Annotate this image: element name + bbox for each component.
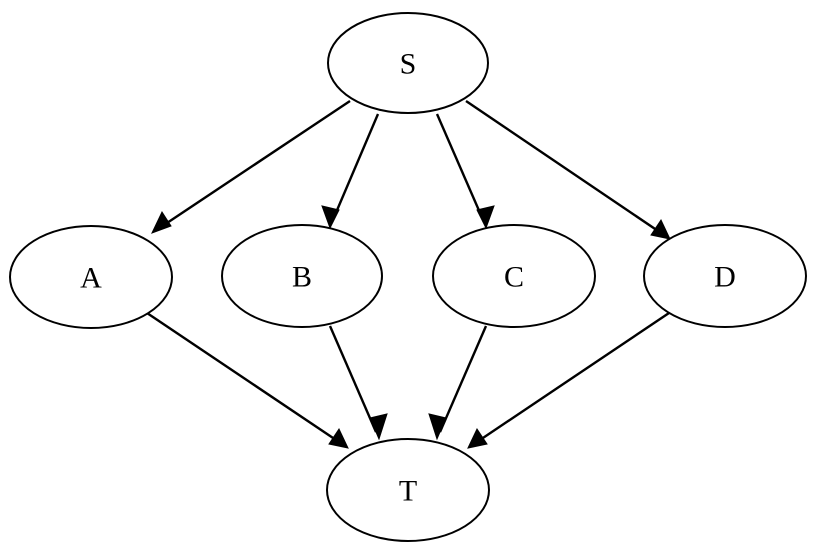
edge-s-c-arrowhead: [476, 205, 495, 230]
edge-b-t: [328, 325, 388, 441]
edge-d-t: [467, 312, 670, 449]
edge-s-c: [435, 113, 495, 230]
edge-s-a-arrowhead: [151, 210, 172, 234]
node-c-ellipse[interactable]: [432, 224, 596, 328]
edge-s-d: [465, 100, 671, 240]
node-t-label: T: [399, 475, 417, 508]
node-s[interactable]: S: [327, 12, 489, 114]
edge-s-d-line: [465, 100, 665, 236]
node-t-ellipse[interactable]: [326, 438, 490, 542]
node-s-ellipse[interactable]: [327, 12, 489, 114]
node-s-label: S: [400, 48, 417, 81]
edge-s-b-line: [330, 113, 380, 223]
node-b-label: B: [292, 261, 312, 294]
edge-s-a: [151, 100, 351, 234]
edge-b-t-arrowhead: [369, 413, 388, 441]
edge-s-d-arrowhead: [650, 218, 671, 240]
node-a-ellipse[interactable]: [9, 225, 173, 329]
edge-b-t-line: [328, 325, 378, 433]
edge-a-t-line: [146, 312, 343, 445]
edge-s-c-line: [435, 113, 486, 223]
edge-c-t: [428, 325, 488, 441]
edge-c-t-line: [438, 325, 488, 433]
edge-c-t-arrowhead: [428, 413, 447, 441]
node-d[interactable]: D: [643, 224, 807, 328]
edge-s-a-line: [157, 100, 351, 230]
edge-a-t: [146, 312, 349, 449]
node-a-label: A: [80, 262, 102, 295]
node-d-ellipse[interactable]: [643, 224, 807, 328]
edge-s-b-arrowhead: [321, 205, 340, 230]
edge-a-t-arrowhead: [328, 427, 349, 449]
node-t[interactable]: T: [326, 438, 490, 542]
node-b-ellipse[interactable]: [221, 224, 383, 328]
node-a[interactable]: A: [9, 225, 173, 329]
edge-d-t-line: [473, 312, 670, 445]
node-b[interactable]: B: [221, 224, 383, 328]
edges-group: [146, 100, 671, 449]
nodes-group: S A B C D T: [9, 12, 807, 542]
node-d-label: D: [714, 261, 736, 294]
edge-d-t-arrowhead: [467, 427, 488, 449]
edge-s-b: [321, 113, 380, 230]
node-c-label: C: [504, 261, 524, 294]
node-c[interactable]: C: [432, 224, 596, 328]
